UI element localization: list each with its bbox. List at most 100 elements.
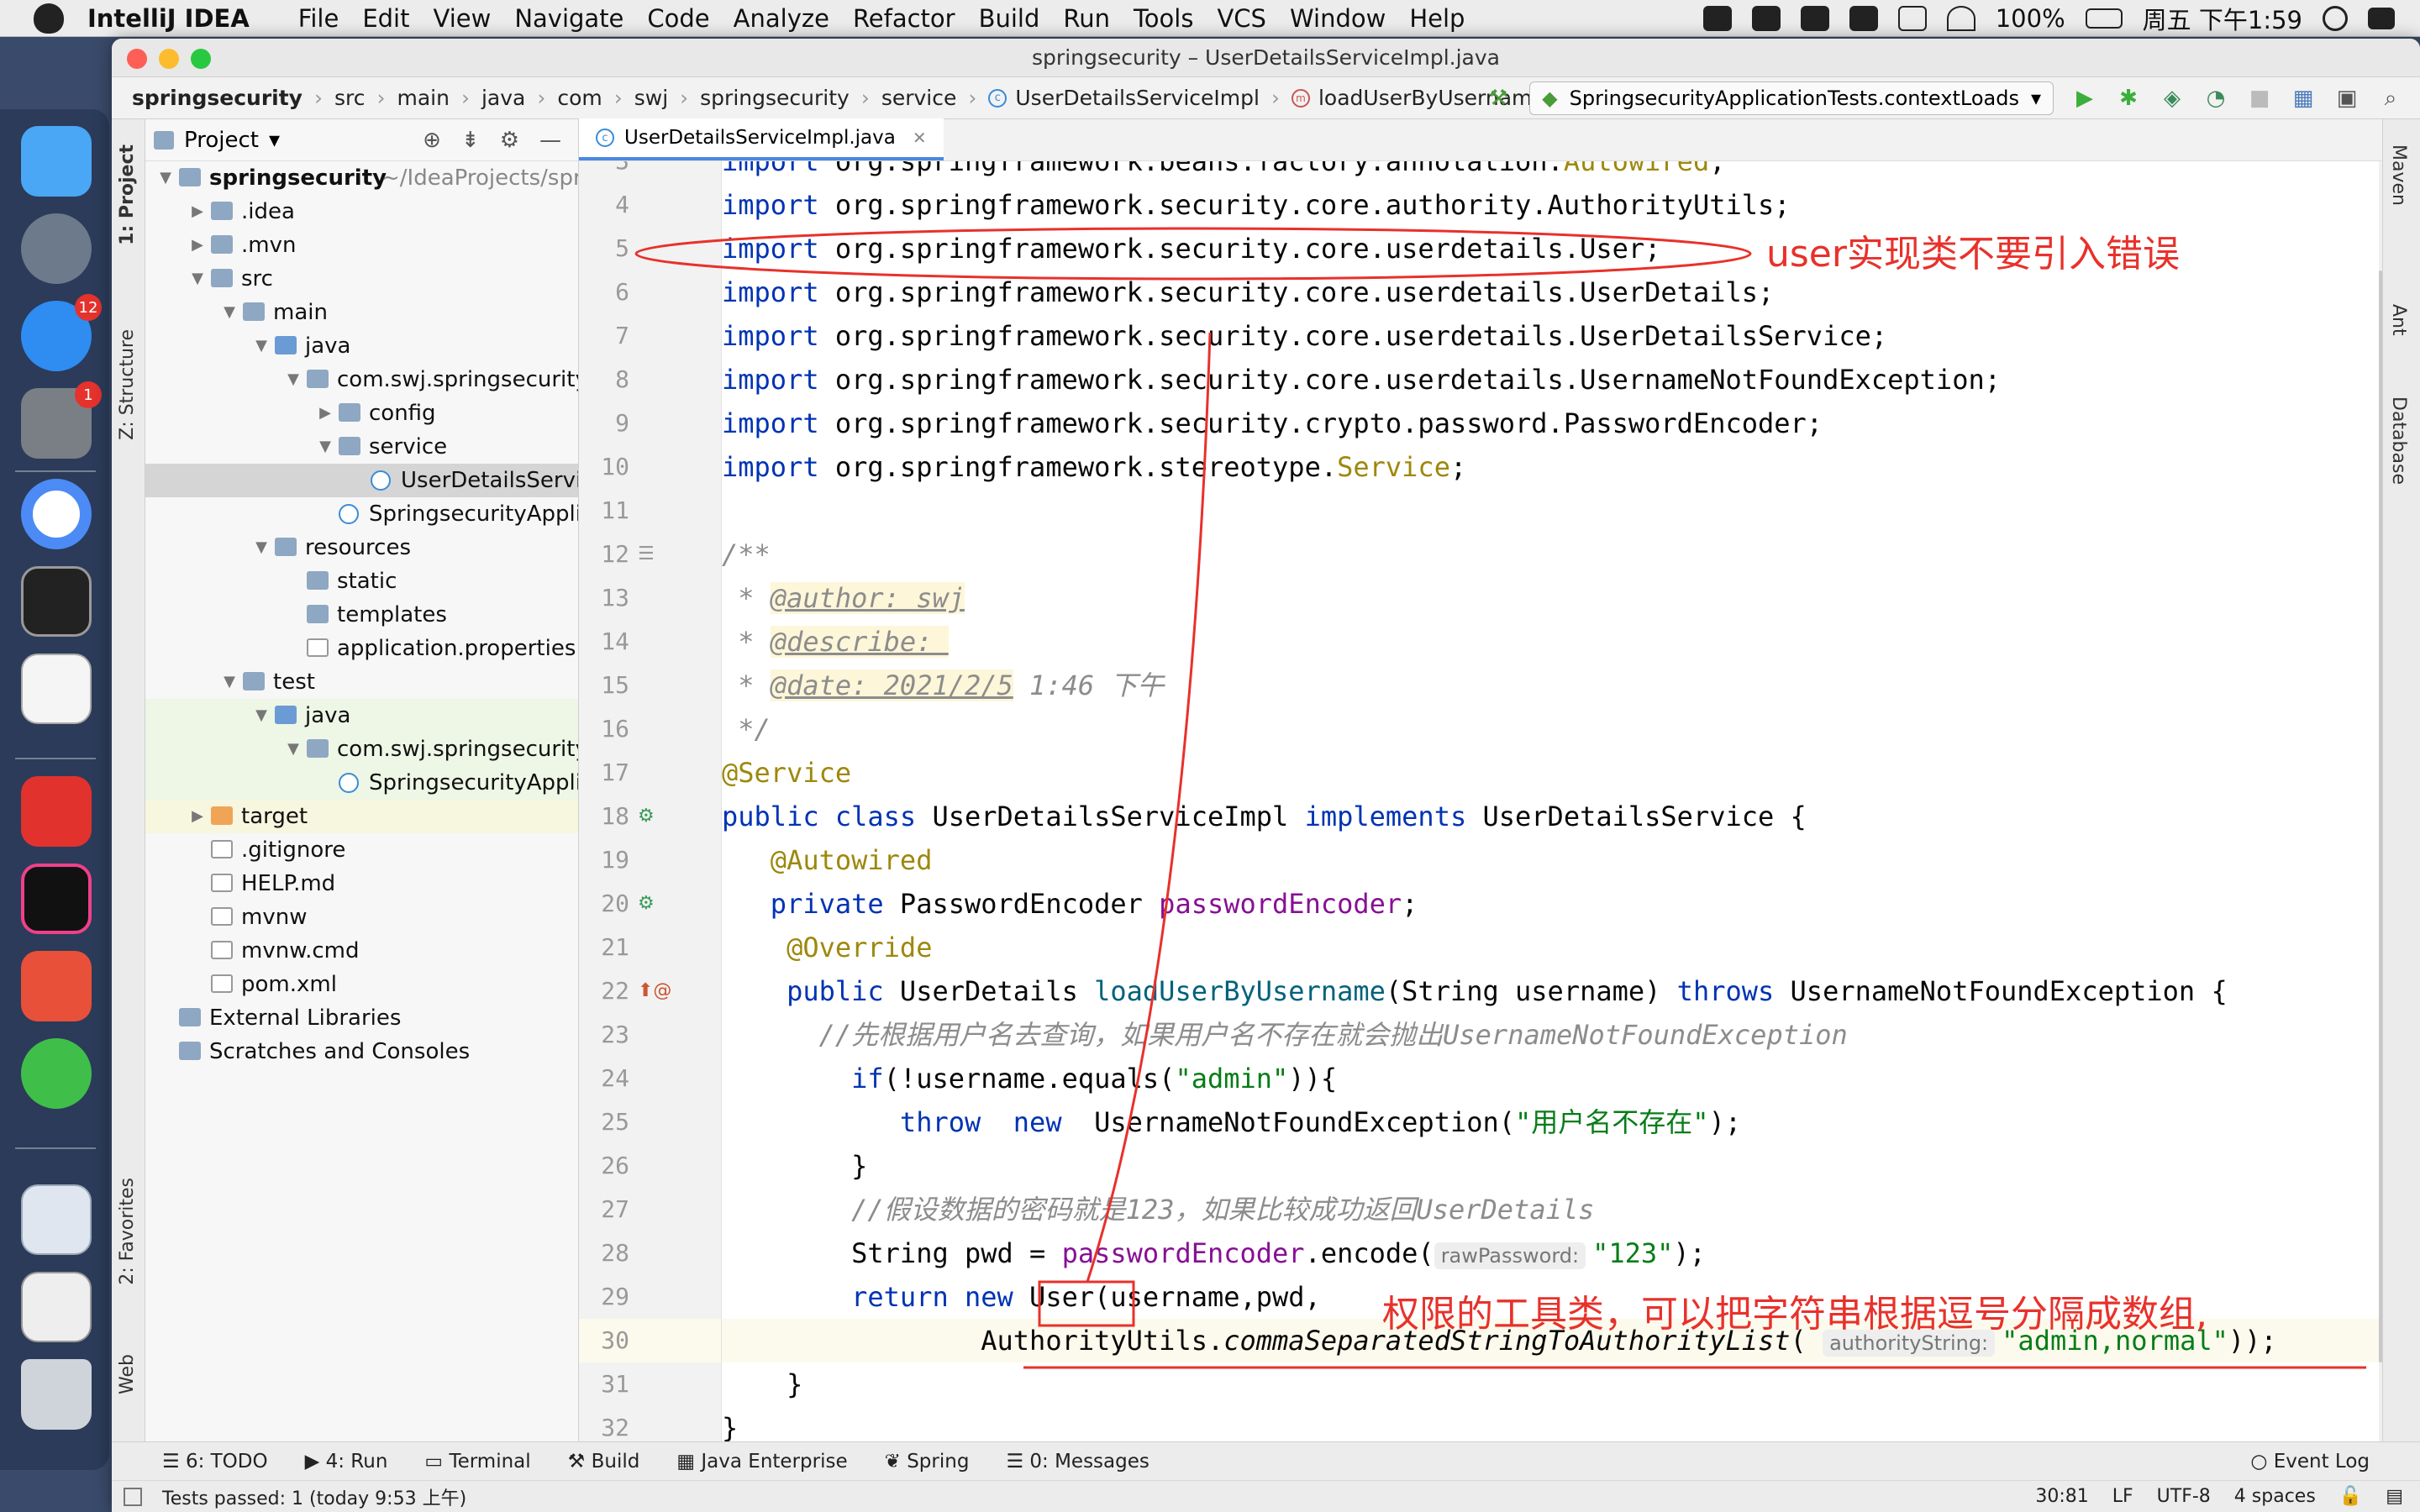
code-line[interactable]: */ [722, 707, 2382, 751]
search-everywhere-icon[interactable]: ⌕ [2384, 85, 2397, 111]
code-line[interactable] [722, 489, 2382, 533]
close-window-button[interactable] [127, 49, 147, 69]
presentation-app-icon[interactable] [21, 951, 92, 1021]
bluetooth-icon[interactable] [1897, 5, 1927, 31]
breadcrumb-springsecurity[interactable]: springsecurity [700, 86, 881, 110]
editor-gutter[interactable]: 3456789101112131415161718192021222324252… [579, 161, 722, 1480]
finder-icon[interactable] [21, 126, 92, 197]
override-method-icon[interactable]: ⬆@ [638, 980, 672, 1001]
system-preferences-icon[interactable]: 1 [21, 381, 102, 459]
textedit-icon[interactable] [21, 654, 92, 724]
memory-indicator-icon[interactable]: ▤ [2386, 1486, 2403, 1507]
menu-tools[interactable]: Tools [1134, 3, 1194, 33]
tree-item[interactable]: ▼src [145, 262, 578, 296]
editor-tab-userdetailsserviceimpl[interactable]: c UserDetailsServiceImpl.java ✕ [579, 118, 944, 160]
code-line[interactable]: @Override [722, 926, 2382, 969]
breadcrumb-swj[interactable]: swj [634, 86, 700, 110]
code-line[interactable]: /** [722, 533, 2382, 576]
code-line[interactable]: } [722, 1406, 2382, 1450]
chevron-down-icon[interactable]: ▼ [160, 169, 171, 186]
tree-item[interactable]: ▶config [145, 396, 578, 430]
tree-item[interactable]: ▼springsecurity~/IdeaProjects/sprin [145, 161, 578, 195]
editor-scrollbar[interactable] [2379, 161, 2382, 1480]
menu-edit[interactable]: Edit [362, 3, 410, 33]
code-line[interactable]: //假设数据的密码就是123，如果比较成功返回UserDetails [722, 1188, 2382, 1231]
tree-item[interactable]: ▼java [145, 329, 578, 363]
code-line[interactable]: throw new UsernameNotFoundException("用户名… [722, 1100, 2382, 1144]
youdao-icon[interactable] [21, 776, 92, 847]
minimize-window-button[interactable] [159, 49, 179, 69]
code-line[interactable]: import org.springframework.security.core… [722, 270, 2382, 314]
code-line[interactable]: @Autowired [722, 838, 2382, 882]
scrollbar-thumb[interactable] [2379, 270, 2382, 1362]
build-hammer-icon[interactable]: ⚒ [1488, 86, 1508, 111]
input-method-icon[interactable] [1849, 5, 1878, 31]
close-tab-icon[interactable]: ✕ [912, 128, 927, 148]
code-line[interactable]: import org.springframework.security.core… [722, 314, 2382, 358]
tool-tab-todo[interactable]: ☰ 6: TODO [162, 1450, 268, 1473]
chevron-down-icon[interactable]: ▼ [319, 438, 331, 455]
control-center-icon[interactable] [2368, 7, 2395, 29]
menu-file[interactable]: File [297, 3, 339, 33]
gear-icon[interactable]: ⚙ [499, 127, 519, 153]
tree-item[interactable]: ▶.idea [145, 195, 578, 228]
tree-item[interactable]: ▼test [145, 665, 578, 699]
breadcrumb-main[interactable]: main [397, 86, 481, 110]
apple-icon[interactable] [34, 3, 64, 34]
breadcrumb-com[interactable]: com [557, 86, 634, 110]
chevron-right-icon[interactable]: ▶ [192, 807, 203, 825]
code-line[interactable]: import org.springframework.security.core… [722, 358, 2382, 402]
menu-build[interactable]: Build [978, 3, 1040, 33]
coverage-icon[interactable]: ◈ [2164, 86, 2181, 111]
code-line[interactable]: String pwd = passwordEncoder.encode(rawP… [722, 1231, 2382, 1275]
png-file-icon[interactable] [21, 1272, 92, 1342]
code-editor[interactable]: import org.springframework.beans.factory… [722, 161, 2382, 1480]
tree-item[interactable]: ▼com.swj.springsecurity [145, 732, 578, 766]
app-store-icon[interactable]: 12 [21, 294, 102, 371]
menu-navigate[interactable]: Navigate [514, 3, 624, 33]
spring-bean-icon[interactable]: ⚙ [638, 806, 655, 827]
tree-item[interactable]: ▼service [145, 430, 578, 464]
app-tray-icon[interactable] [1751, 5, 1781, 31]
file-encoding[interactable]: UTF-8 [2156, 1486, 2211, 1507]
menu-app-name[interactable]: IntelliJ IDEA [87, 3, 250, 33]
screenshot-folder-icon[interactable] [21, 1184, 92, 1255]
trash-icon[interactable] [21, 1359, 92, 1430]
tree-item[interactable]: SpringsecurityApplicat [145, 497, 578, 531]
code-line[interactable]: import org.springframework.stereotype.Se… [722, 445, 2382, 489]
caret-position[interactable]: 30:81 [2035, 1486, 2089, 1507]
tool-tab-maven[interactable]: Maven [2388, 144, 2409, 206]
tree-item[interactable]: templates [145, 598, 578, 632]
wifi-icon[interactable] [1946, 5, 1975, 31]
tree-item[interactable]: ▼java [145, 699, 578, 732]
tool-tab-project[interactable]: 1: Project [117, 144, 138, 245]
doc-render-icon[interactable]: ☰ [638, 543, 655, 564]
chevron-right-icon[interactable]: ▶ [319, 404, 331, 422]
lock-icon[interactable]: 🔓 [2338, 1486, 2363, 1507]
profile-icon[interactable]: ◔ [2206, 86, 2226, 111]
tree-item[interactable]: External Libraries [145, 1001, 578, 1035]
launchpad-icon[interactable] [21, 213, 92, 284]
menu-window[interactable]: Window [1289, 3, 1386, 33]
tree-item[interactable]: .gitignore [145, 833, 578, 867]
code-line[interactable]: * @describe: [722, 620, 2382, 664]
chevron-down-icon[interactable]: ▼ [255, 538, 267, 556]
tool-tab-run[interactable]: ▶ 4: Run [304, 1450, 388, 1473]
tree-item[interactable]: ▼com.swj.springsecurity [145, 363, 578, 396]
chevron-down-icon[interactable]: ▾ [268, 127, 281, 153]
breadcrumb-project[interactable]: springsecurity [132, 86, 334, 110]
line-separator[interactable]: LF [2112, 1486, 2133, 1507]
tool-tab-web[interactable]: Web [117, 1354, 138, 1394]
tree-item[interactable]: pom.xml [145, 968, 578, 1001]
chevron-right-icon[interactable]: ▶ [192, 202, 203, 220]
menu-analyze[interactable]: Analyze [733, 3, 829, 33]
tool-tab-terminal[interactable]: ▭ Terminal [424, 1450, 531, 1473]
battery-icon[interactable] [2085, 8, 2123, 29]
tool-tab-java-enterprise[interactable]: ▦ Java Enterprise [676, 1450, 848, 1473]
chevron-down-icon[interactable]: ▼ [224, 673, 235, 690]
code-line[interactable]: public UserDetails loadUserByUsername(St… [722, 969, 2382, 1013]
chevron-down-icon[interactable]: ▼ [224, 303, 235, 321]
tree-item[interactable]: ▶target [145, 800, 578, 833]
debug-icon[interactable]: ✱ [2119, 86, 2138, 111]
code-line[interactable]: import org.springframework.security.cryp… [722, 402, 2382, 445]
